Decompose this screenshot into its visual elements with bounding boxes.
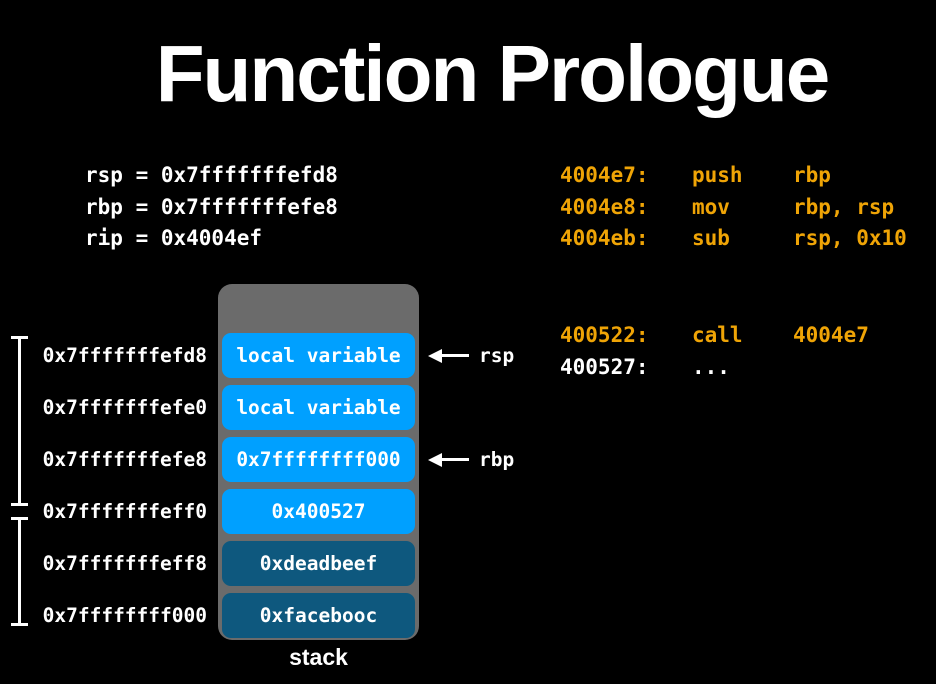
slide-title: Function Prologue (155, 29, 831, 118)
stack-address: 0x7fffffffeff8 (42, 552, 207, 575)
stack-row: 0x7fffffffeff0 0x400527 (0, 489, 936, 534)
register-pointer: rsp (428, 333, 514, 378)
stack-cell-value: 0xfacebooc (222, 593, 415, 638)
asm-mnemonic: push (692, 163, 743, 187)
bracket-line (18, 336, 21, 506)
asm-operands: rsp, 0x10 (793, 226, 907, 250)
asm-listing-callee: 4004e7: push rbp 4004e8: mov rbp, rsp 40… (560, 160, 907, 255)
stack-row: 0x7fffffffeff8 0xdeadbeef (0, 541, 936, 586)
stack-cell-value: 0xdeadbeef (222, 541, 415, 586)
stack-cell-value: 0x400527 (222, 489, 415, 534)
asm-operands: rbp, rsp (793, 194, 895, 219)
register-pointer: rbp (428, 437, 514, 482)
asm-mnemonic: mov (692, 194, 730, 219)
asm-mnemonic: sub (692, 226, 730, 250)
stack-address: 0x7ffffffff000 (42, 604, 207, 627)
pointer-label: rbp (479, 448, 515, 471)
asm-line: 400527: ... (560, 352, 869, 384)
stack-cell-value: local variable (222, 333, 415, 378)
asm-operands: rbp (793, 163, 831, 187)
asm-line: 4004e8: mov rbp, rsp (560, 192, 907, 224)
asm-operands: 4004e7 (793, 323, 869, 347)
stack-cell-value: local variable (222, 385, 415, 430)
stack-row: 0x7ffffffff000 0xfacebooc (0, 593, 936, 638)
stack-address: 0x7fffffffefe8 (42, 448, 207, 471)
stack-cell-value: 0x7ffffffff000 (222, 437, 415, 482)
asm-address: 400522: (560, 323, 649, 347)
asm-address: 400527: (560, 354, 649, 379)
asm-address: 4004e8: (560, 194, 649, 219)
asm-address: 4004eb: (560, 226, 649, 250)
stack-row: 0x7fffffffefe0 local variable (0, 385, 936, 430)
stack-row: 0x7fffffffefd8 local variable rsp (0, 333, 936, 378)
stack-caption: stack (289, 644, 348, 670)
asm-line: 4004e7: push rbp (560, 160, 907, 192)
bracket-line (18, 517, 21, 626)
stack-address: 0x7fffffffeff0 (42, 500, 207, 523)
arrow-line (441, 354, 469, 357)
asm-listing-caller: 400522: call 4004e7 400527: ... (560, 320, 869, 383)
stack-address: 0x7fffffffefe0 (42, 396, 207, 419)
pointer-label: rsp (479, 344, 515, 367)
bracket-callee-frame (11, 336, 28, 506)
asm-mnemonic: ... (692, 354, 730, 379)
asm-address: 4004e7: (560, 163, 649, 187)
asm-line: 400522: call 4004e7 (560, 320, 869, 352)
asm-mnemonic: call (692, 323, 743, 347)
arrow-left-icon (428, 452, 442, 467)
arrow-line (441, 458, 469, 461)
bracket-caller-frame (11, 517, 28, 626)
stack-row: 0x7fffffffefe8 0x7ffffffff000 rbp (0, 437, 936, 482)
asm-line: 4004eb: sub rsp, 0x10 (560, 223, 907, 255)
register-state: rsp = 0x7fffffffefd8 rbp = 0x7fffffffefe… (85, 163, 338, 250)
stack-address: 0x7fffffffefd8 (42, 344, 207, 367)
arrow-left-icon (428, 348, 442, 363)
